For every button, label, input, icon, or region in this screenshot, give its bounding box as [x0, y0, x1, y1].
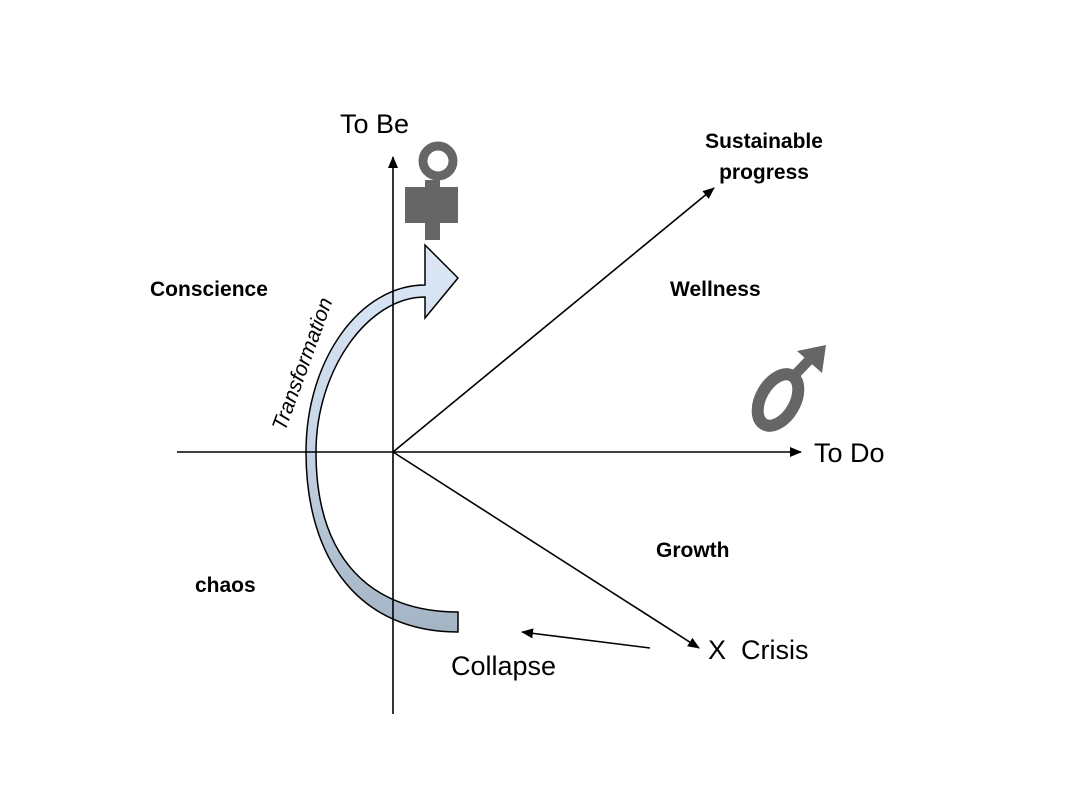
chaos-label: chaos [195, 574, 256, 597]
y-axis-label: To Be [340, 109, 409, 139]
sustainable-progress-arrow [392, 187, 715, 453]
collapse-label: Collapse [451, 651, 556, 681]
conscience-label: Conscience [150, 278, 268, 301]
venus-symbol-icon [405, 141, 458, 240]
wellness-label: Wellness [670, 278, 761, 301]
crisis-label: X Crisis [708, 635, 809, 665]
sustainable-progress-label-line2: progress [719, 161, 809, 184]
mars-symbol-icon [751, 345, 826, 432]
x-axis-label: To Do [814, 438, 885, 468]
collapse-arrow [521, 628, 651, 649]
crisis-arrow [392, 451, 700, 649]
sustainable-progress-label-line1: Sustainable [705, 130, 823, 153]
transformation-arrow [305, 243, 460, 633]
growth-label: Growth [656, 539, 730, 562]
